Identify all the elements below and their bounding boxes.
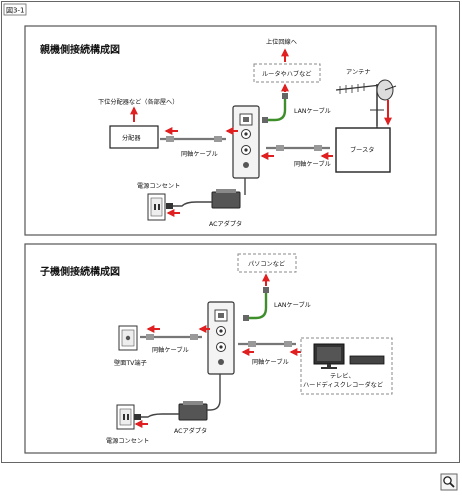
figure-label-box bbox=[3, 3, 27, 16]
booster-box bbox=[335, 127, 391, 173]
parent-adapter-device bbox=[232, 105, 260, 179]
lan-plug-top bbox=[282, 93, 288, 99]
distributor-box bbox=[109, 125, 159, 149]
router-box bbox=[253, 63, 321, 83]
child-ac-adapter-top bbox=[183, 401, 203, 405]
lan-cable bbox=[266, 95, 287, 122]
parent-panel: 親機側接続構成図 上位回線へ ルータやハブなど LANケーブル アンテナ bbox=[24, 25, 437, 236]
child-panel: 子機側接続構成図 パソコンなど LANケーブル 同軸ケーブル bbox=[24, 243, 437, 454]
antenna-icon bbox=[335, 79, 397, 126]
child-lan-cable bbox=[248, 289, 268, 320]
figure-frame bbox=[1, 1, 460, 463]
child-lan-label: LANケーブル bbox=[274, 301, 311, 309]
tv-label-line2: ハードディスクレコーダなど bbox=[303, 381, 383, 389]
parent-adapter-cord bbox=[172, 201, 212, 207]
upper-line-label: 上位回線へ bbox=[266, 38, 297, 46]
child-coax-left-plug1 bbox=[146, 334, 154, 340]
coax-right-plug1 bbox=[276, 145, 284, 151]
child-ac-adapter-icon bbox=[178, 403, 208, 421]
child-outlet-label: 電源コンセント bbox=[106, 437, 149, 445]
child-coax-right-plug2 bbox=[284, 341, 292, 347]
coax-left-plug2 bbox=[214, 136, 222, 142]
coax-right-plug2 bbox=[314, 145, 322, 151]
lan-plug-side bbox=[262, 117, 268, 123]
child-panel-border bbox=[24, 243, 437, 454]
wall-tv-port-icon bbox=[118, 325, 138, 351]
coax-right-label: 同軸ケーブル bbox=[294, 160, 331, 168]
child-outlet-icon bbox=[116, 404, 135, 430]
child-adapter-link bbox=[207, 399, 221, 411]
child-adapter-device bbox=[207, 301, 235, 375]
parent-title: 親機側接続構成図 bbox=[40, 43, 120, 56]
zoom-button[interactable] bbox=[440, 473, 458, 491]
coax-left-plug1 bbox=[166, 136, 174, 142]
figure-label: 図3-1 bbox=[6, 7, 24, 15]
tv-icon bbox=[313, 343, 345, 369]
child-coax-left-label: 同軸ケーブル bbox=[152, 346, 189, 354]
coax-left-label: 同軸ケーブル bbox=[181, 150, 218, 158]
magnifier-icon[interactable] bbox=[443, 476, 455, 488]
lan-cable-label: LANケーブル bbox=[294, 107, 331, 115]
pc-label: パソコンなど bbox=[248, 260, 285, 268]
parent-plug bbox=[166, 203, 173, 209]
child-coax-left-plug2 bbox=[190, 334, 198, 340]
child-title: 子機側接続構成図 bbox=[40, 265, 120, 278]
tv-label-line1: テレビ、 bbox=[330, 372, 355, 380]
parent-ac-adapter-label: ACアダプタ bbox=[209, 220, 242, 228]
antenna-label: アンテナ bbox=[346, 69, 371, 76]
child-plug bbox=[134, 414, 141, 420]
child-lan-plug-top bbox=[263, 287, 269, 293]
pc-box bbox=[237, 253, 297, 273]
wall-tv-label: 壁面TV端子 bbox=[114, 359, 147, 367]
parent-ac-adapter-icon bbox=[211, 191, 241, 209]
child-lan-plug-side bbox=[243, 315, 249, 321]
recorder-icon bbox=[349, 355, 385, 365]
parent-ac-adapter-top bbox=[216, 189, 236, 193]
lower-distributor-label: 下位分配器など（各部屋へ） bbox=[98, 98, 178, 106]
router-label: ルータやハブなど bbox=[262, 70, 312, 78]
child-ac-adapter-label: ACアダプタ bbox=[174, 427, 207, 435]
child-adapter-cord bbox=[140, 413, 179, 418]
child-coax-right-label: 同軸ケーブル bbox=[252, 358, 289, 366]
booster-label: ブースタ bbox=[350, 146, 374, 154]
parent-outlet-label: 電源コンセント bbox=[137, 182, 180, 190]
distributor-label: 分配器 bbox=[122, 134, 141, 142]
parent-panel-border bbox=[24, 25, 437, 236]
child-coax-right-plug1 bbox=[248, 341, 256, 347]
parent-outlet-icon bbox=[147, 193, 166, 221]
